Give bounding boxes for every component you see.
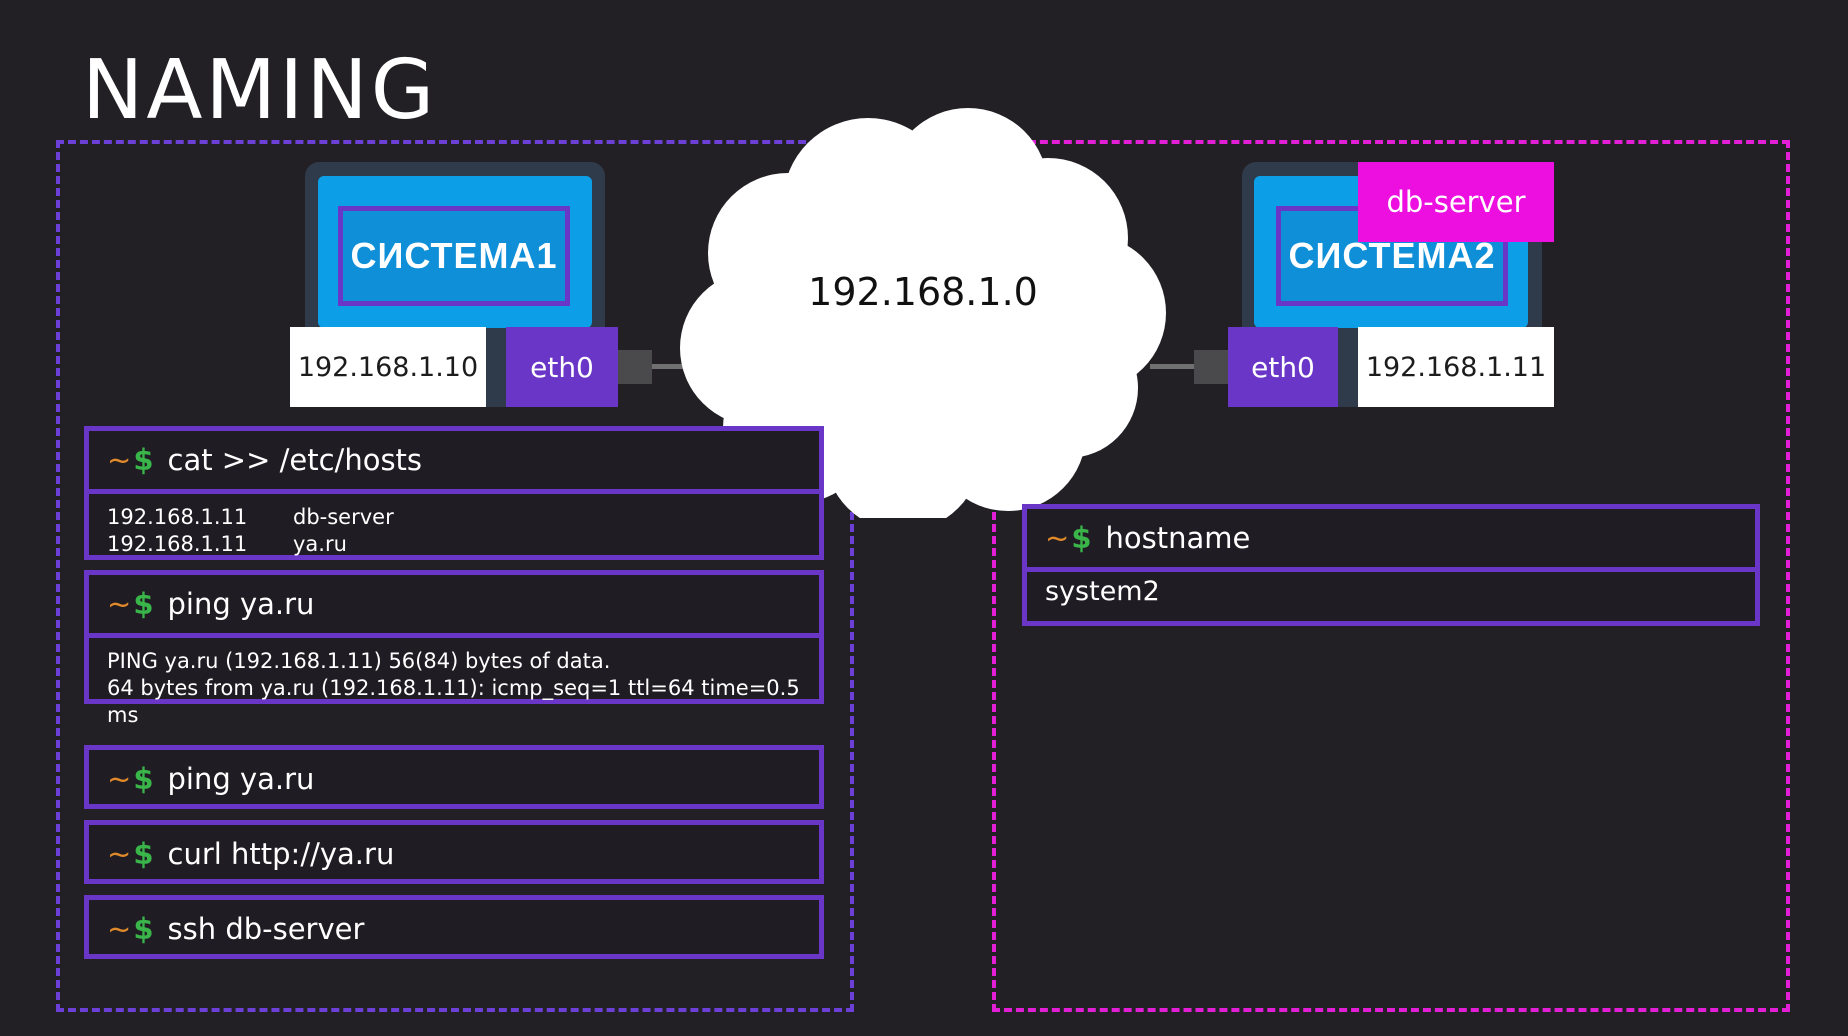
system1-wire	[652, 364, 692, 369]
hosts-entry-name: ya.ru	[293, 532, 347, 556]
page-title: NAMING	[82, 43, 438, 138]
hosts-entry-ip: 192.168.1.11	[107, 505, 248, 529]
terminal-curl-command: ~$ curl http://ya.ru	[89, 825, 819, 883]
terminal-hostname-command: ~$ hostname	[1027, 509, 1755, 567]
hosts-entry: 192.168.1.11 db-server	[107, 504, 801, 531]
terminal-hosts-output: 192.168.1.11 db-server 192.168.1.11 ya.r…	[89, 489, 819, 558]
hosts-entry-name: db-server	[293, 505, 394, 529]
ping-output-line: 64 bytes from ya.ru (192.168.1.11): icmp…	[107, 676, 800, 727]
command-text: ping ya.ru	[167, 762, 315, 796]
prompt-dollar: $	[133, 762, 154, 796]
prompt-tilde: ~	[107, 912, 132, 946]
hosts-entry-ip: 192.168.1.11	[107, 532, 248, 556]
terminal-hostname: ~$ hostname system2	[1022, 504, 1760, 626]
prompt-tilde: ~	[107, 443, 132, 477]
system2-wire	[1150, 364, 1194, 369]
terminal-ssh: ~$ ssh db-server	[84, 895, 824, 959]
system1-ip: 192.168.1.10	[290, 327, 486, 407]
command-text: curl http://ya.ru	[167, 837, 395, 871]
command-text: cat >> /etc/hosts	[167, 443, 423, 477]
terminal-ping2-command: ~$ ping ya.ru	[89, 750, 819, 808]
terminal-ping-result: PING ya.ru (192.168.1.11) 56(84) bytes o…	[89, 633, 819, 729]
command-text: ssh db-server	[167, 912, 365, 946]
terminal-hosts-command: ~$ cat >> /etc/hosts	[89, 431, 819, 489]
hosts-entry: 192.168.1.11 ya.ru	[107, 531, 801, 558]
prompt-dollar: $	[133, 912, 154, 946]
prompt-tilde: ~	[107, 837, 132, 871]
terminal-hosts: ~$ cat >> /etc/hosts 192.168.1.11 db-serv…	[84, 426, 824, 560]
command-text: hostname	[1105, 521, 1251, 555]
prompt-tilde: ~	[1045, 521, 1070, 555]
prompt-tilde: ~	[107, 762, 132, 796]
ping-output-line: PING ya.ru (192.168.1.11) 56(84) bytes o…	[107, 649, 611, 673]
prompt-tilde: ~	[107, 587, 132, 621]
prompt-dollar: $	[1071, 521, 1092, 555]
system2-ip: 192.168.1.11	[1358, 327, 1554, 407]
terminal-hostname-output: system2	[1027, 567, 1755, 605]
terminal-ping: ~$ ping ya.ru	[84, 745, 824, 809]
system1-port	[618, 350, 652, 384]
command-text: ping ya.ru	[167, 587, 315, 621]
terminal-ping-output: ~$ ping ya.ru PING ya.ru (192.168.1.11) 5…	[84, 570, 824, 727]
prompt-dollar: $	[133, 443, 154, 477]
system2-zone	[992, 140, 1790, 1012]
terminal-ping-command: ~$ ping ya.ru	[89, 575, 819, 633]
prompt-dollar: $	[133, 837, 154, 871]
network-address: 192.168.1.0	[808, 270, 1038, 314]
system1-label: СИСТЕМА1	[338, 206, 570, 306]
system1-zone	[56, 140, 854, 1012]
system2-eth0: eth0	[1228, 327, 1338, 407]
terminal-curl: ~$ curl http://ya.ru	[84, 820, 824, 884]
system1-eth0: eth0	[506, 327, 618, 407]
terminal-ssh-command: ~$ ssh db-server	[89, 900, 819, 958]
db-server-tag: db-server	[1358, 162, 1554, 242]
prompt-dollar: $	[133, 587, 154, 621]
system2-port	[1194, 350, 1228, 384]
